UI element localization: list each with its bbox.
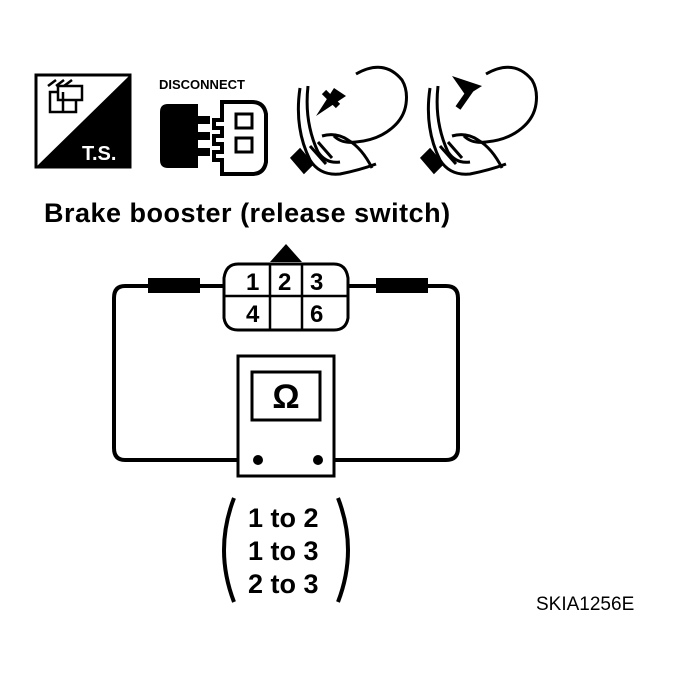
bracket-left	[222, 497, 236, 603]
connector: 1 2 3 4 6	[222, 244, 350, 332]
meter-terminal-left	[253, 455, 263, 465]
pin-2: 2	[278, 269, 291, 296]
bracket-right	[336, 497, 350, 603]
ohmmeter: Ω	[236, 354, 336, 478]
pin-pair-list: 1 to 2 1 to 3 2 to 3	[222, 497, 350, 603]
pin-4: 4	[246, 301, 260, 328]
disconnect-label: DISCONNECT	[159, 77, 245, 92]
probe-insulator-left	[148, 278, 200, 293]
meter-display	[250, 370, 322, 422]
pedal-depress-icon	[289, 65, 408, 176]
pin-pair-3: 2 to 3	[248, 569, 319, 599]
test-symbol-icon: T.S.	[34, 73, 132, 169]
connector-lock-tab	[270, 244, 302, 262]
connector-plug-icon	[47, 79, 84, 114]
pin-pair-1: 1 to 2	[248, 503, 319, 533]
probe-insulator-right	[376, 278, 428, 293]
diagram-title: Brake booster (release switch)	[44, 198, 451, 228]
wiring-harness	[112, 284, 460, 462]
pin-pair-2: 1 to 3	[248, 536, 319, 566]
figure-code: SKIA1256E	[536, 594, 634, 615]
pedal-release-icon	[419, 65, 538, 176]
ohm-symbol: Ω	[272, 378, 299, 416]
test-symbol-label: T.S.	[82, 143, 116, 165]
pin-6: 6	[310, 301, 323, 328]
pin-1: 1	[246, 269, 259, 296]
meter-terminal-right	[313, 455, 323, 465]
disconnect-icon: DISCONNECT	[159, 77, 268, 176]
pin-3: 3	[310, 269, 323, 296]
